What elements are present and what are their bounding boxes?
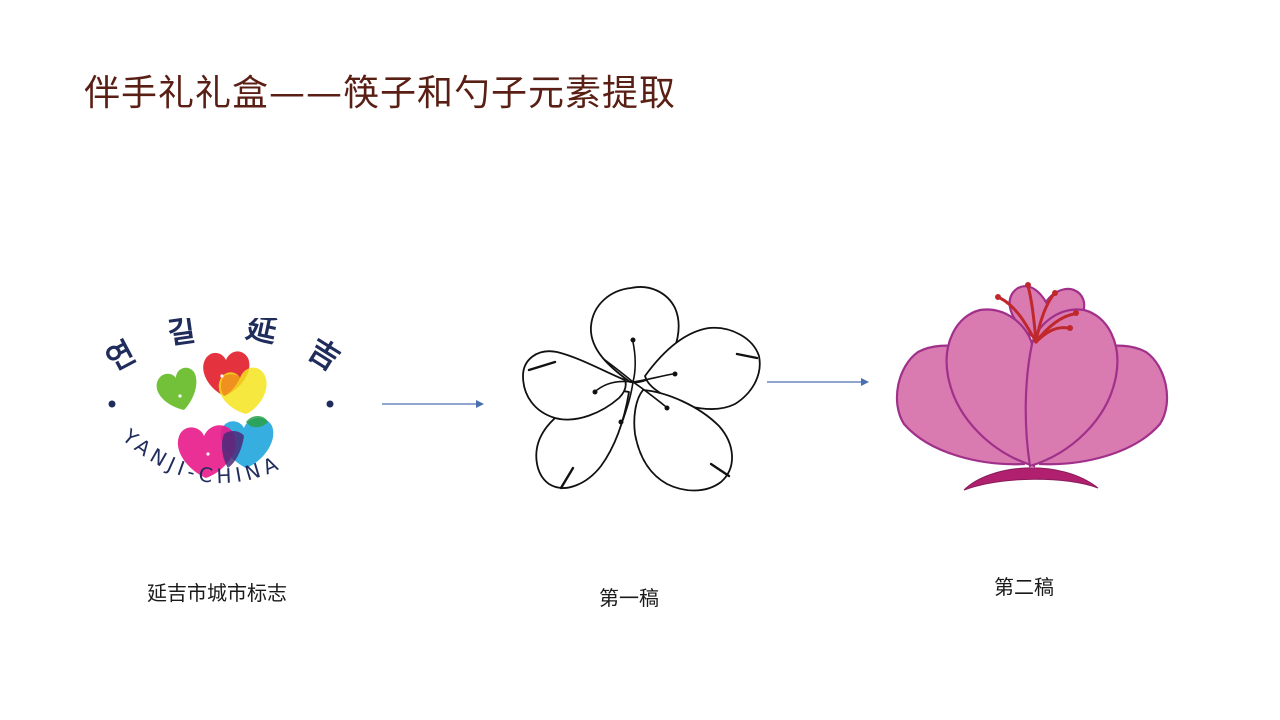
page-title: 伴手礼礼盒——筷子和勺子元素提取 — [84, 73, 677, 114]
caption-draft2: 第二稿 — [994, 575, 1054, 599]
logo-char-2: 길 — [165, 318, 197, 352]
green-heart — [156, 367, 197, 410]
magenta-heart — [177, 425, 236, 478]
logo-hearts — [156, 351, 274, 478]
logo-dot-left — [108, 400, 116, 408]
draft2-pink-flower — [895, 282, 1169, 491]
caption-draft1: 第一稿 — [599, 586, 659, 610]
purple-overlap — [221, 430, 244, 468]
caption-city-logo: 延吉市城市标志 — [147, 581, 287, 605]
green-overlap — [246, 416, 268, 428]
orange-overlap — [221, 374, 240, 396]
logo-char-3: 延 — [242, 318, 281, 351]
flower-base — [963, 467, 1099, 491]
draft1-flower-outline — [522, 286, 761, 492]
logo-dot-right — [326, 400, 334, 408]
yanji-city-logo: 연 길 延 吉 YANJI-CHINA — [101, 318, 346, 488]
arrow-1 — [382, 400, 484, 408]
logo-char-1: 연 — [101, 335, 142, 379]
arrow-2 — [767, 378, 869, 386]
logo-char-4: 吉 — [302, 332, 346, 378]
